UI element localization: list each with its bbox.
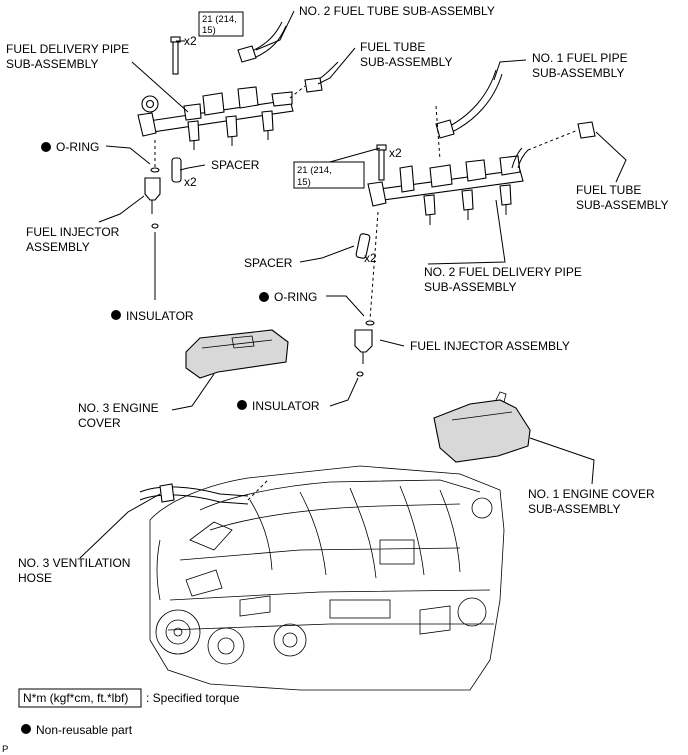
no1-engine-cover [433,391,531,463]
label-oring-left: O-RING [56,140,99,154]
label-no3-vent-hose-line1: NO. 3 VENTILATION [18,556,130,570]
label-fuel-injector-right: FUEL INJECTOR ASSEMBLY [410,339,570,353]
left-mounting-bolt [170,36,181,75]
torque-spec-left: 21 (214, 15) [198,11,244,37]
left-fuel-delivery-pipe [137,86,294,150]
label-fuel-injector-left-line1: FUEL INJECTOR [26,225,120,239]
label-x2-right-spacer: x2 [364,251,377,265]
no2-fuel-tube [237,21,287,63]
label-x2-left-spacer: x2 [184,175,197,189]
nonreusable-dot-insulator-left [111,310,121,320]
left-fuel-injector [144,140,161,229]
legend: N*m (kgf*cm, ft.*lbf) : Specified torque… [18,688,240,737]
right-mounting-bolt [376,144,387,181]
nonreusable-dot-oring-right [259,292,269,302]
left-spacer [171,157,182,183]
label-no1-engine-cover-line1: NO. 1 ENGINE COVER [528,487,655,501]
engine-assembly [149,465,505,691]
torque-right-line1: 21 (214, [297,165,332,176]
legend-nonreusable-text: Non-reusable part [36,723,133,737]
label-insulator-right: INSULATOR [252,399,320,413]
label-x2-left-bolt: x2 [184,34,197,48]
label-no1-fuel-pipe-line1: NO. 1 FUEL PIPE [532,51,628,65]
fuel-tube-right [527,121,596,151]
label-no3-engine-cover-line2: COVER [78,416,121,430]
label-spacer-left: SPACER [211,158,260,172]
label-no3-engine-cover-line1: NO. 3 ENGINE [78,401,159,415]
legend-torque-box [18,688,142,708]
leader-lines [79,10,627,559]
torque-right-line2: 15) [297,177,311,188]
label-fuel-tube-top-line1: FUEL TUBE [360,40,425,54]
nonreusable-dot-oring-left [41,142,51,152]
torque-left-line1: 21 (214, [202,14,237,25]
label-x2-right-bolt: x2 [389,146,402,160]
label-fuel-tube-right-line1: FUEL TUBE [576,183,641,197]
label-fuel-tube-right-line2: SUB-ASSEMBLY [576,198,668,212]
label-no1-engine-cover-line2: SUB-ASSEMBLY [528,502,620,516]
label-fuel-tube-top-line2: SUB-ASSEMBLY [360,55,452,69]
right-spacer [355,233,371,259]
torque-spec-right: 21 (214, 15) [293,161,365,189]
fuel-tube-top [289,61,339,99]
right-fuel-injector [354,211,379,377]
label-no2-fuel-delivery-line1: NO. 2 FUEL DELIVERY PIPE [424,265,582,279]
legend-nonreusable-dot [21,724,31,734]
torque-left-line2: 15) [202,25,216,36]
figure-code: P [2,744,8,755]
label-no2-fuel-tube: NO. 2 FUEL TUBE SUB-ASSEMBLY [299,4,495,18]
no3-engine-cover [185,329,289,379]
nonreusable-dot-insulator-right [237,400,247,410]
label-fuel-delivery-pipe-line2: SUB-ASSEMBLY [6,57,98,71]
label-no2-fuel-delivery-line2: SUB-ASSEMBLY [424,280,516,294]
label-fuel-delivery-pipe-line1: FUEL DELIVERY PIPE [6,42,129,56]
label-no3-vent-hose-line2: HOSE [18,571,52,585]
label-insulator-left: INSULATOR [126,309,194,323]
no3-ventilation-hose [139,479,269,505]
right-fuel-delivery-pipe [367,147,529,225]
label-oring-right: O-RING [274,290,317,304]
legend-torque-units: N*m (kgf*cm, ft.*lbf) [23,691,128,705]
label-spacer-right: SPACER [244,256,293,270]
legend-torque-desc: : Specified torque [146,691,240,705]
label-no1-fuel-pipe-line2: SUB-ASSEMBLY [532,66,624,80]
no1-fuel-pipe [435,69,503,161]
label-fuel-injector-left-line2: ASSEMBLY [26,240,90,254]
